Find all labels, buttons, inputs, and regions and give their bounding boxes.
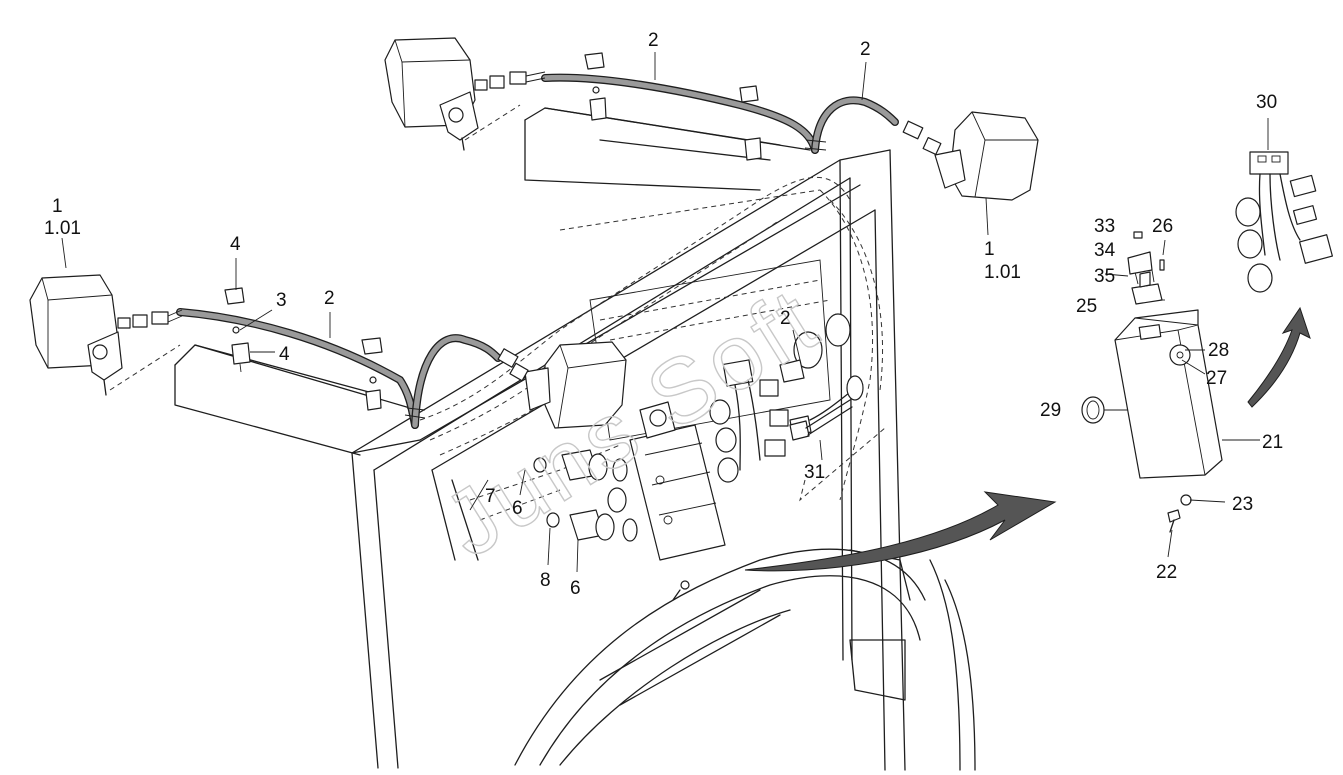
callout-1-01-right: 1.01 (984, 262, 1021, 283)
callout-2-top-2: 2 (860, 39, 871, 60)
callout-1-01-left: 1.01 (44, 218, 81, 239)
callout-6-bottom: 6 (570, 578, 581, 599)
callout-2-left: 2 (324, 288, 335, 309)
callout-30: 30 (1256, 92, 1277, 113)
callout-2-center: 2 (780, 308, 791, 329)
switch-housing-exploded (1081, 231, 1223, 533)
callout-labels: 1 1.01 4 3 4 2 2 2 1 1.01 2 31 7 6 8 6 3… (44, 30, 1283, 599)
callout-1-left: 1 (52, 196, 63, 217)
work-lamp-rear-left (384, 37, 546, 151)
arrow-curved-small-icon (1247, 306, 1311, 408)
callout-31: 31 (804, 462, 825, 483)
work-lamp-center (497, 341, 627, 429)
callout-3: 3 (276, 290, 287, 311)
callout-26: 26 (1152, 216, 1173, 237)
harness-30 (1235, 151, 1333, 293)
callout-1-right: 1 (984, 239, 995, 260)
callout-21: 21 (1262, 432, 1283, 453)
callout-6-top: 6 (512, 498, 523, 519)
connector-31 (789, 399, 853, 441)
arrow-curved-icon (744, 491, 1057, 572)
callout-27: 27 (1206, 368, 1227, 389)
work-lamp-rear-right (902, 111, 1039, 201)
cables (176, 73, 899, 429)
cable-clips (224, 52, 762, 411)
callout-28: 28 (1208, 340, 1229, 361)
callout-25: 25 (1076, 296, 1097, 317)
sockets (533, 449, 638, 542)
callout-4-top: 4 (230, 234, 241, 255)
callout-7: 7 (485, 486, 496, 507)
callout-8: 8 (540, 570, 551, 591)
callout-4-bottom: 4 (279, 344, 290, 365)
leader-lines (61, 52, 1269, 573)
callout-29: 29 (1040, 400, 1061, 421)
callout-35: 35 (1094, 266, 1115, 287)
callout-2-top-1: 2 (648, 30, 659, 51)
callout-33: 33 (1094, 216, 1115, 237)
callout-34: 34 (1094, 240, 1116, 261)
callout-22: 22 (1156, 562, 1177, 583)
control-box (629, 401, 726, 601)
callout-23: 23 (1232, 494, 1253, 515)
work-lamp-left (29, 274, 183, 396)
